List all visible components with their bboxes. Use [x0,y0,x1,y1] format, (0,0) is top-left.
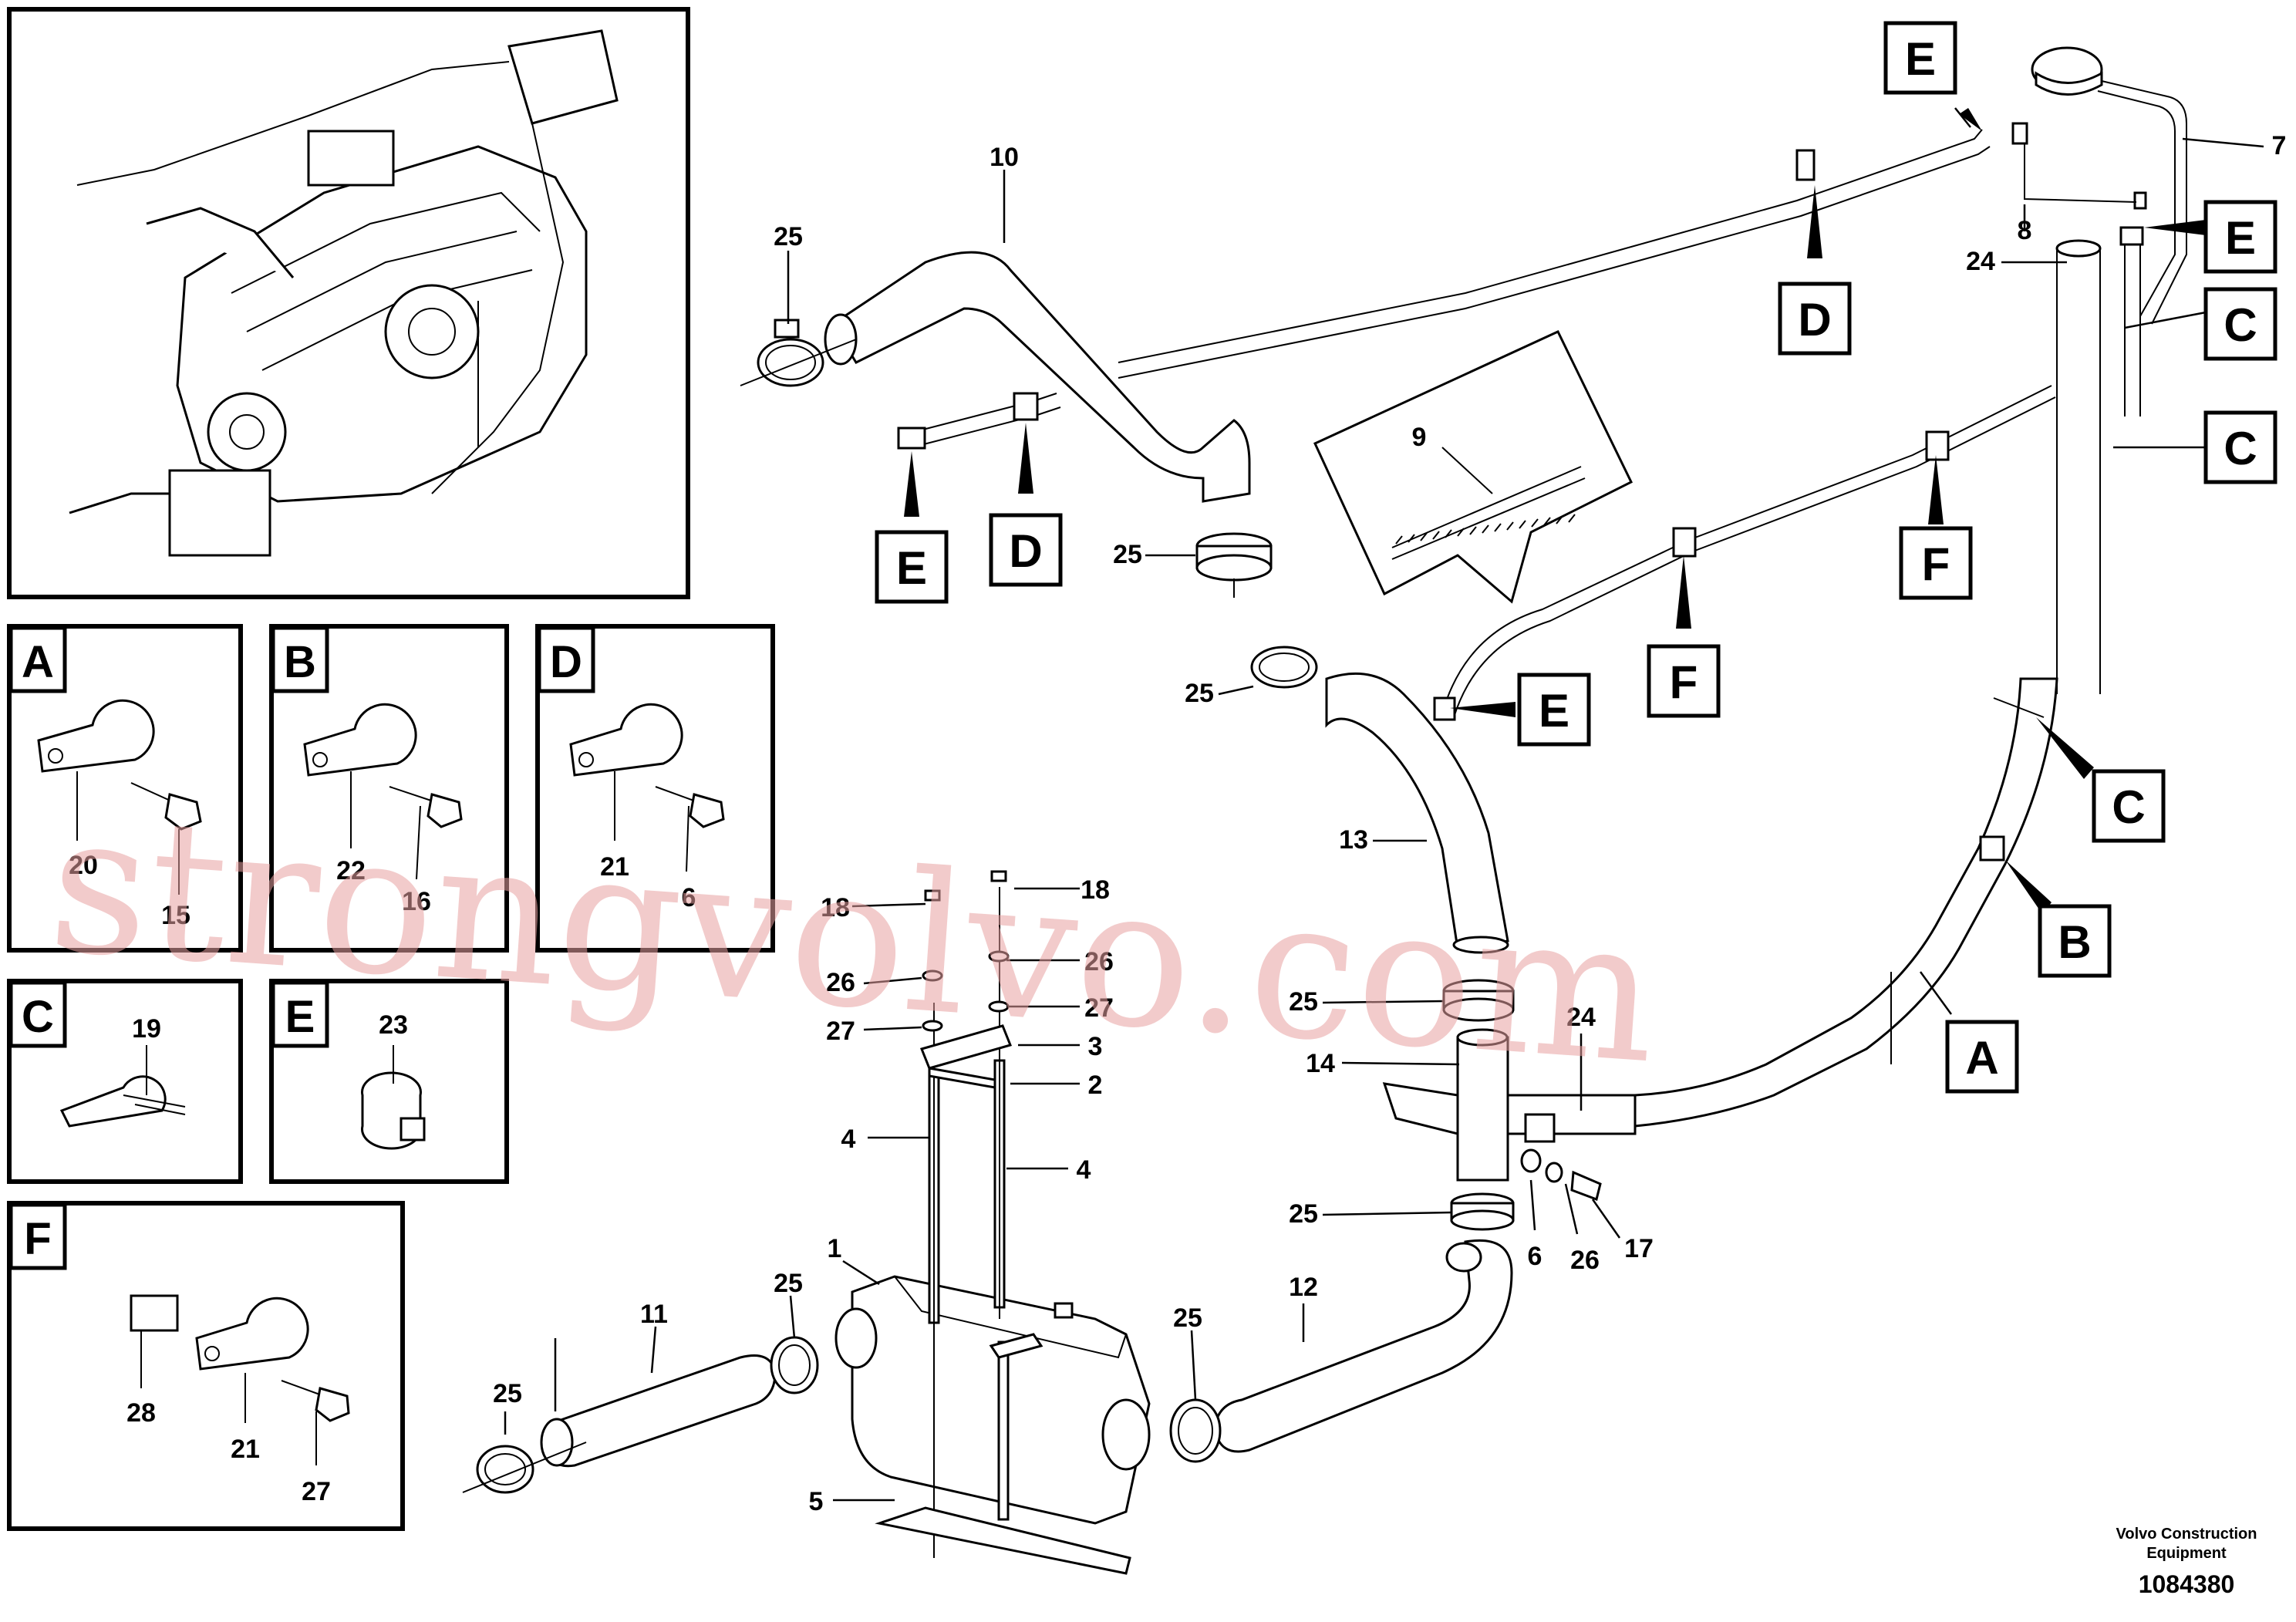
ref-box-e-right: E [2225,212,2256,264]
callout-1: 1 [828,1234,842,1263]
callout-3: 3 [1088,1032,1103,1061]
callout-25-right-11: 25 [774,1269,803,1298]
callout-2: 2 [1088,1071,1103,1100]
callout-14: 14 [1306,1049,1335,1078]
callout-27-left: 27 [826,1017,855,1046]
callout-25-left-11: 25 [493,1379,522,1408]
footer-drawing-number: 1084380 [2139,1570,2235,1598]
callout-26-tee: 26 [1570,1246,1600,1275]
detail-box-a: A 20 15 [7,624,243,953]
ref-box-d-right: D [1798,294,1831,346]
callout-24-tee: 24 [1566,1003,1596,1032]
reference-markers: E D E C C F F E E D [875,21,2277,1094]
callout-25-under-13: 25 [1289,987,1318,1017]
callout-7: 7 [2272,131,2287,160]
ref-box-e-middle: E [1539,685,1569,737]
callout-5: 5 [809,1487,824,1516]
main-exploded-view [462,46,2264,1575]
ref-box-e-left: E [896,542,927,594]
ref-box-f-middle: F [1670,656,1698,708]
callout-18-right: 18 [1081,875,1110,905]
ref-box-a: A [1965,1032,1998,1084]
label-22: 22 [336,856,366,885]
callout-26-left: 26 [826,968,855,997]
callout-12: 12 [1289,1273,1318,1302]
ref-box-d-left: D [1009,525,1042,577]
ref-box-b: B [2058,916,2091,968]
ref-box-f-right: F [1922,538,1950,590]
detail-box-e: E 23 [269,979,509,1184]
ref-box-c-upper: C [2224,299,2257,351]
callout-4-left: 4 [841,1125,856,1154]
callout-27-right: 27 [1084,993,1114,1023]
label-20: 20 [69,851,98,880]
callout-8: 8 [2018,216,2032,245]
detail-box-f-letter: F [24,1214,51,1264]
label-28: 28 [126,1398,156,1428]
footer: Volvo Construction Equipment 1084380 [2116,1526,2257,1598]
callout-25-top-13: 25 [1185,679,1214,708]
label-6: 6 [682,883,696,912]
callout-18-left: 18 [821,893,850,922]
label-19: 19 [132,1014,161,1044]
footer-company-line1: Volvo Construction [2116,1526,2257,1543]
label-16: 16 [402,887,431,916]
label-23: 23 [379,1010,408,1040]
ref-box-c-middle: C [2224,423,2257,474]
callout-11: 11 [640,1300,668,1329]
detail-box-a-letter: A [22,637,54,687]
label-15: 15 [161,901,190,930]
label-21: 21 [600,852,629,882]
detail-box-b: B 22 16 [269,624,509,953]
detail-box-c-letter: C [22,992,54,1042]
callout-4-right: 4 [1077,1155,1091,1185]
detail-box-e-letter: E [285,992,315,1042]
ref-box-e-top: E [1905,33,1936,85]
callout-24-top: 24 [1966,247,1995,276]
callout-9: 9 [1412,423,1427,452]
label-21-f: 21 [231,1435,260,1464]
ref-box-c-lower: C [2112,781,2145,833]
callout-10: 10 [990,143,1019,172]
callout-13: 13 [1339,825,1368,855]
engine-overview-inset [7,7,690,599]
detail-box-d: D 21 6 [535,624,775,953]
detail-box-b-letter: B [284,637,316,687]
callout-25-on-12: 25 [1173,1303,1202,1333]
label-27-f: 27 [302,1477,331,1506]
callout-numbers: 10 25 25 7 8 24 9 25 13 25 14 24 25 6 26… [493,131,2286,1516]
detail-box-d-letter: D [550,637,582,687]
callout-25-under-hose-10: 25 [1113,540,1142,569]
callout-25-under-14: 25 [1289,1199,1318,1229]
detail-box-c: C 19 [7,979,243,1184]
detail-box-f: F 28 21 27 [7,1201,405,1531]
callout-25-top-left: 25 [774,222,803,251]
callout-6: 6 [1528,1242,1542,1271]
callout-17: 17 [1624,1234,1654,1263]
footer-company-line2: Equipment [2146,1545,2227,1562]
callout-26-right: 26 [1084,947,1114,976]
